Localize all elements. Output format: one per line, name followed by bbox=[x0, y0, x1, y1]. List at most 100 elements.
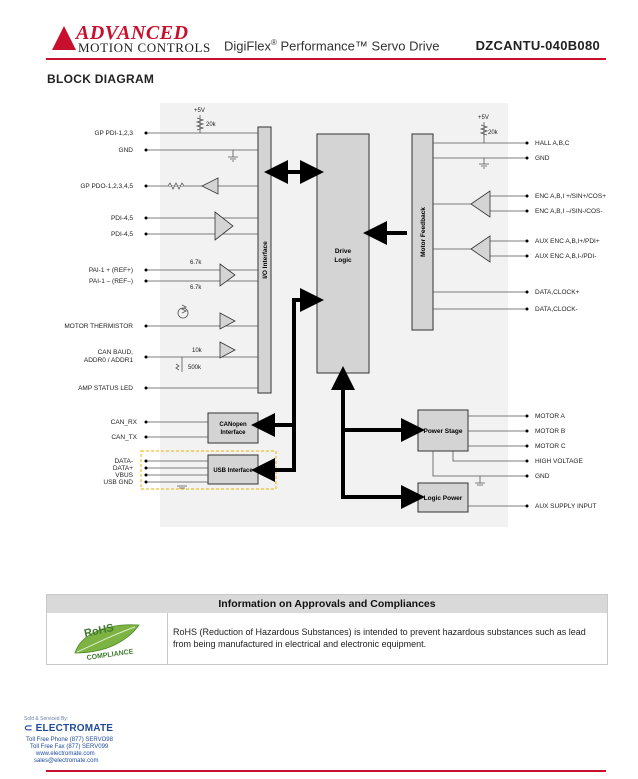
label-20k-right: 20k bbox=[488, 130, 499, 136]
power-stage-label: Power Stage bbox=[423, 428, 462, 435]
canopen-label-2: Interface bbox=[220, 430, 246, 436]
logic-power-block bbox=[417, 482, 469, 513]
footer-rule bbox=[46, 770, 606, 772]
model-number: DZCANTU-040B080 bbox=[475, 38, 600, 53]
logo-brand-top: ADVANCED bbox=[76, 22, 189, 44]
label-10k: 10k bbox=[192, 348, 203, 354]
resistor-icon bbox=[181, 304, 187, 314]
label-pdi-4-5-b: PDI-4,5 bbox=[111, 231, 133, 238]
data-buses bbox=[251, 160, 425, 509]
can-baud-amp-icon bbox=[219, 341, 236, 359]
motor-feedback-label: Motor Feedback bbox=[420, 207, 427, 257]
label-motor-thermistor: MOTOR THERMISTOR bbox=[64, 323, 133, 330]
right-signal-lines bbox=[432, 122, 527, 507]
label-aux-enc-minus: AUX ENC A,B,I-/PDI- bbox=[535, 253, 596, 260]
power-stage-block bbox=[417, 409, 469, 452]
usb-highlight-box bbox=[140, 450, 277, 490]
label-aux-supply: AUX SUPPLY INPUT bbox=[535, 503, 597, 510]
distributor-info: Sold & Serviced By: ⊂ ELECTROMATE Toll F… bbox=[24, 716, 114, 765]
rohs-leaf-icon: RoHS COMPLIANCE bbox=[74, 622, 140, 662]
label-high-voltage: HIGH VOLTAGE bbox=[535, 458, 583, 465]
label-usb-data-plus: DATA+ bbox=[113, 465, 133, 472]
label-can-tx: CAN_TX bbox=[111, 434, 137, 441]
output-buffer-icon bbox=[201, 177, 219, 195]
label-gnd: GND bbox=[119, 147, 134, 154]
electromate-brand: ELECTROMATE bbox=[35, 723, 114, 734]
label-plus5v-right: +5V bbox=[478, 115, 489, 121]
usb-ground-icon bbox=[177, 485, 187, 489]
label-enc-plus: ENC A,B,I +/SIN+/COS+ bbox=[535, 193, 606, 200]
label-motor-b: MOTOR B bbox=[535, 428, 565, 435]
usb-drive-bus bbox=[251, 425, 296, 482]
usb-interface-block bbox=[207, 454, 259, 485]
label-can-rx: CAN_RX bbox=[111, 419, 138, 426]
label-gnd-right: GND bbox=[535, 155, 550, 162]
header-rule bbox=[46, 58, 606, 60]
rohs-description: RoHS (Reduction of Hazardous Substances)… bbox=[173, 627, 586, 649]
usb-interface-label: USB Interface bbox=[213, 468, 253, 474]
company-logo: ADVANCED MOTION CONTROLS bbox=[52, 22, 212, 56]
block-diagram: I/O Interface Drive Logic Motor Feedback… bbox=[64, 103, 606, 527]
io-interface-label: I/O Interface bbox=[262, 241, 269, 279]
label-plus5v-left: +5V bbox=[194, 108, 205, 114]
canopen-label-1: CANopen bbox=[219, 422, 247, 428]
label-usb-vbus: VBUS bbox=[115, 472, 133, 479]
canopen-drive-bus bbox=[251, 288, 324, 437]
left-terminal-dots bbox=[144, 131, 148, 484]
label-can-baud: CAN BAUD, bbox=[98, 349, 134, 356]
label-gp-pdi: GP PDI-1,2,3 bbox=[94, 130, 133, 137]
label-500k: 500k bbox=[188, 365, 202, 371]
product-name: DigiFlex bbox=[224, 38, 271, 54]
label-motor-a: MOTOR A bbox=[535, 413, 566, 420]
label-pdi-4-5-a: PDI-4,5 bbox=[111, 215, 133, 222]
drive-logic-label-1: Drive bbox=[335, 248, 352, 255]
label-pai-ref-minus: PAI-1 – (REF–) bbox=[89, 278, 133, 285]
registered-mark: ® bbox=[270, 38, 277, 47]
resistor-icon bbox=[167, 182, 185, 190]
product-line: DigiFlex® Performance™ Servo Drive bbox=[224, 38, 439, 53]
ground-icon bbox=[475, 482, 485, 486]
label-gnd-power: GND bbox=[535, 473, 550, 480]
label-gp-pdo: GP PDO-1,2,3,4,5 bbox=[80, 183, 133, 190]
approvals-table: Information on Approvals and Compliances… bbox=[46, 594, 608, 665]
label-pai-ref-plus: PAI-1 + (REF+) bbox=[89, 267, 133, 274]
ground-icon bbox=[479, 163, 489, 169]
right-terminal-dots bbox=[525, 141, 529, 508]
approvals-title: Information on Approvals and Compliances bbox=[47, 595, 607, 613]
toll-free-phone: Toll Free Phone (877) SERVO98 bbox=[26, 737, 113, 743]
label-can-addr: ADDR0 / ADDR1 bbox=[84, 357, 134, 364]
sold-by-label: Sold & Serviced By: bbox=[24, 716, 69, 722]
resistor-icon bbox=[195, 117, 205, 131]
input-buffer-icon bbox=[214, 211, 234, 241]
logo-brand-bottom: MOTION CONTROLS bbox=[78, 40, 211, 55]
drive-logic-block bbox=[316, 133, 370, 374]
section-title: BLOCK DIAGRAM bbox=[47, 72, 155, 86]
email-link[interactable]: sales@electromate.com bbox=[34, 758, 99, 764]
logic-power-label: Logic Power bbox=[424, 495, 463, 502]
motor-feedback-block bbox=[411, 133, 434, 331]
page-header: ADVANCED MOTION CONTROLS DigiFlex® Perfo… bbox=[0, 0, 638, 60]
ground-icon bbox=[228, 156, 238, 162]
label-enc-minus: ENC A,B,I –/SIN-/COS- bbox=[535, 208, 603, 215]
label-6-7k-a: 6.7k bbox=[190, 260, 202, 266]
rohs-logo: RoHS COMPLIANCE bbox=[47, 613, 168, 664]
toll-free-fax: Toll Free Fax (877) SERV099 bbox=[30, 744, 109, 750]
encoder-receiver-icon bbox=[470, 190, 491, 218]
resistor-icon bbox=[175, 363, 180, 371]
label-amp-status: AMP STATUS LED bbox=[78, 385, 133, 392]
label-motor-c: MOTOR C bbox=[535, 443, 566, 450]
label-data-clock-plus: DATA,CLOCK+ bbox=[535, 289, 580, 296]
drive-logic-label-2: Logic bbox=[334, 257, 352, 264]
label-data-clock-minus: DATA,CLOCK- bbox=[535, 306, 578, 313]
aux-encoder-receiver-icon bbox=[470, 235, 491, 263]
label-20k-left: 20k bbox=[206, 122, 217, 128]
label-usb-gnd: USB GND bbox=[103, 479, 133, 486]
electromate-logo: ⊂ ELECTROMATE bbox=[24, 723, 114, 734]
label-6-7k-b: 6.7k bbox=[190, 285, 202, 291]
logic-power-bus bbox=[331, 366, 425, 509]
electromate-swoosh-icon: ⊂ bbox=[24, 723, 33, 734]
product-suffix: Performance™ Servo Drive bbox=[276, 38, 440, 54]
website-link[interactable]: www.electromate.com bbox=[36, 751, 95, 757]
diff-amp-icon bbox=[219, 263, 236, 287]
current-source-icon bbox=[177, 307, 189, 319]
